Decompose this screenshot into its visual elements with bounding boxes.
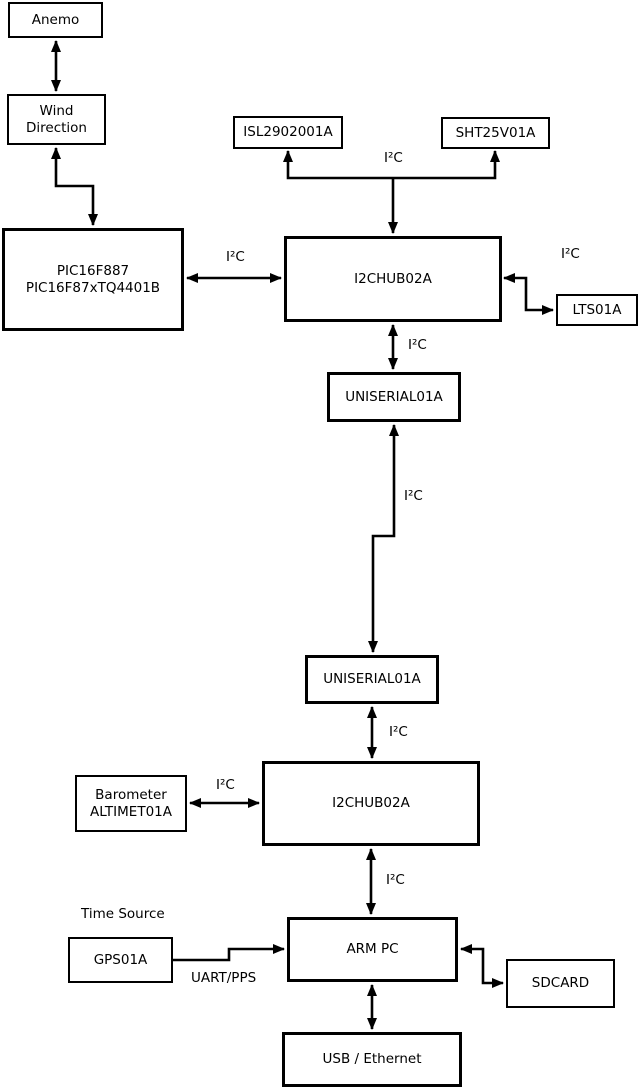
node-wind-direction: Wind Direction: [7, 94, 106, 145]
connector-wind-direction-pic: [51, 147, 98, 226]
node-uniserial01a-top: UNISERIAL01A: [327, 372, 461, 422]
connector-gps-armpc: [173, 944, 285, 962]
node-i2chub02a-top: I2CHUB02A: [284, 236, 502, 322]
node-anemo: Anemo: [8, 2, 103, 38]
edge-label-i2c-hub-lts: I²C: [561, 246, 580, 262]
connector-i2c-bus-isl-sht: [283, 150, 500, 180]
node-lts01a: LTS01A: [556, 294, 638, 326]
node-pic16f887: PIC16F887 PIC16F87xTQ4401B: [2, 228, 184, 331]
connector-armpc-sdcard: [460, 944, 504, 988]
edge-label-time-source: Time Source: [81, 906, 165, 922]
node-sht25v01a: SHT25V01A: [441, 117, 550, 149]
node-barometer-altimet01a: Barometer ALTIMET01A: [75, 775, 187, 832]
node-gps01a: GPS01A: [68, 937, 173, 983]
edge-label-i2c-uniserial-hub2: I²C: [389, 724, 408, 740]
node-sdcard: SDCARD: [506, 959, 615, 1008]
edge-label-i2c-bus-top: I²C: [384, 150, 403, 166]
node-i2chub02a-bottom: I2CHUB02A: [262, 761, 480, 846]
edge-label-i2c-uniserial-link: I²C: [404, 488, 423, 504]
node-usb-ethernet: USB / Ethernet: [282, 1032, 462, 1087]
edge-label-i2c-hub2-armpc: I²C: [386, 872, 405, 888]
node-isl2902001a: ISL2902001A: [233, 116, 343, 149]
node-arm-pc: ARM PC: [287, 917, 458, 982]
edge-label-i2c-pic-hub: I²C: [226, 249, 245, 265]
connector-uniserial-link: [368, 424, 399, 653]
edge-label-i2c-barometer-hub2: I²C: [216, 777, 235, 793]
connector-hub-lts: [503, 273, 554, 315]
node-uniserial01a-bottom: UNISERIAL01A: [305, 655, 439, 704]
edge-label-uart-pps: UART/PPS: [191, 970, 257, 986]
edge-label-i2c-hub-uniserial: I²C: [408, 337, 427, 353]
